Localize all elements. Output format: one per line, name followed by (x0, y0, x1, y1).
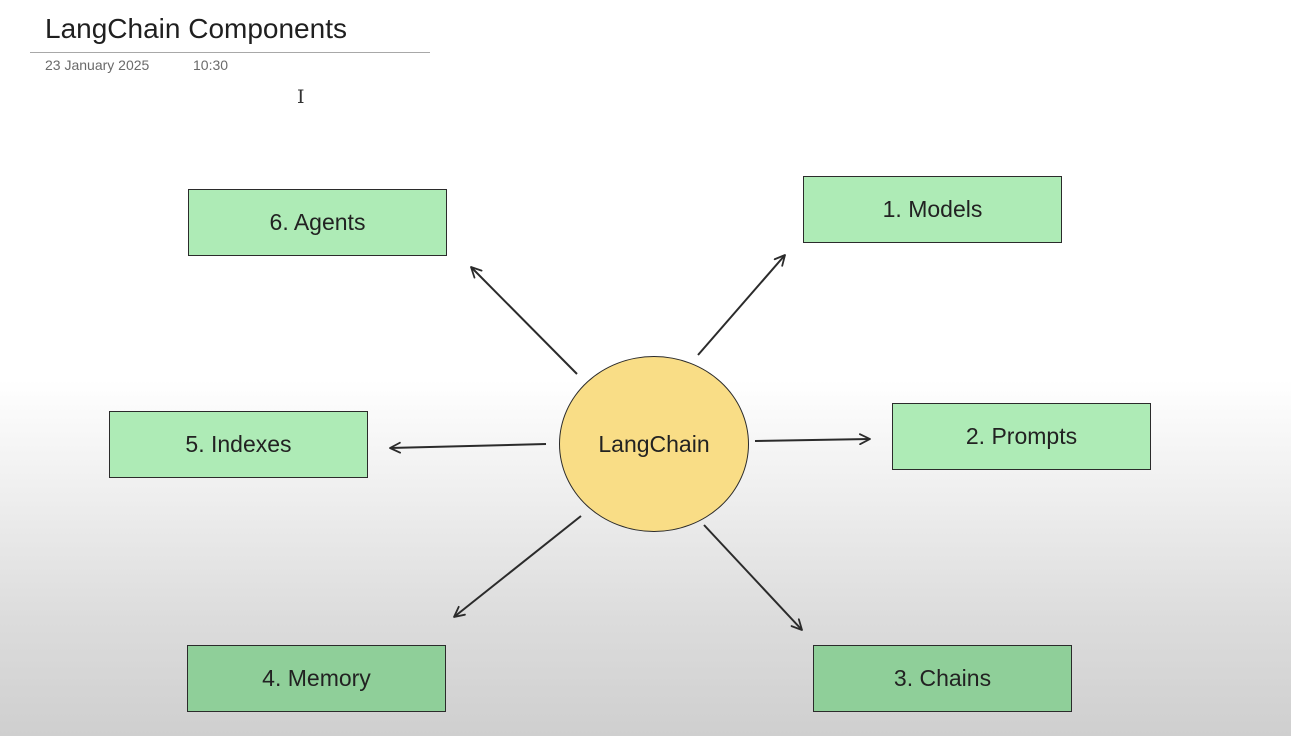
node-memory: 4. Memory (187, 645, 446, 712)
node-models: 1. Models (803, 176, 1062, 243)
page-meta: 23 January 2025 10:30 (30, 57, 430, 73)
arrow-to-memory (453, 515, 582, 618)
page-time: 10:30 (193, 56, 229, 73)
page-date: 23 January 2025 (45, 56, 150, 73)
node-indexes: 5. Indexes (109, 411, 368, 478)
text-cursor-icon: I (297, 86, 305, 108)
arrow-to-chains (703, 524, 803, 631)
node-chains: 3. Chains (813, 645, 1072, 712)
node-agents: 6. Agents (188, 189, 447, 256)
arrow-to-prompts (754, 433, 871, 446)
arrow-to-agents (470, 266, 578, 375)
arrow-to-indexes (389, 441, 547, 454)
page-title[interactable]: LangChain Components (30, 8, 430, 53)
center-node-langchain: LangChain (559, 356, 749, 532)
page-header: LangChain Components 23 January 2025 10:… (30, 8, 430, 73)
arrow-to-models (697, 254, 786, 356)
node-prompts: 2. Prompts (892, 403, 1151, 470)
